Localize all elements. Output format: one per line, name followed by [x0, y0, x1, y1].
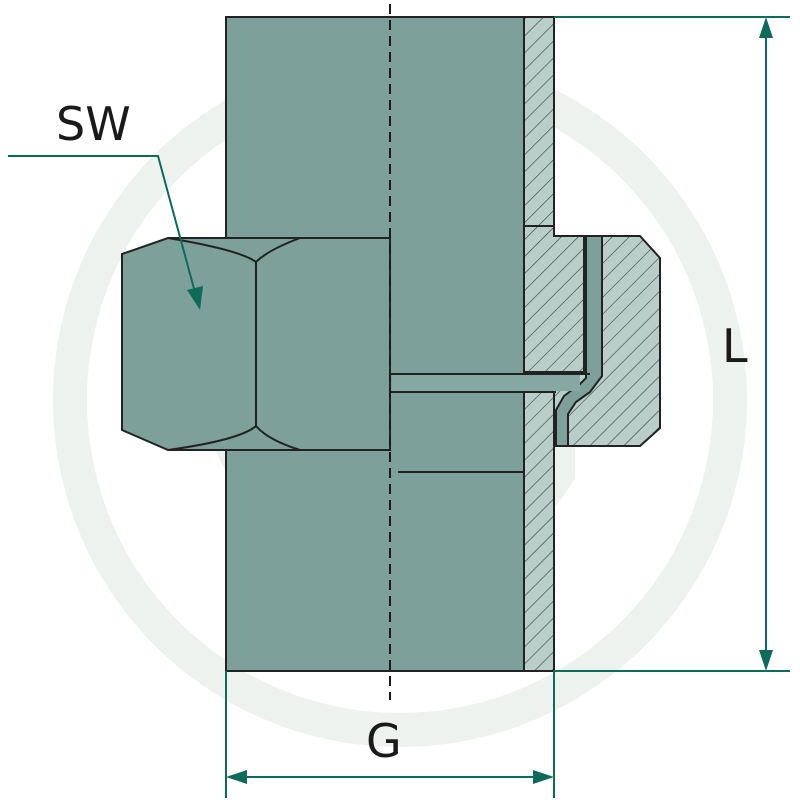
- wrench-size-label: SW: [56, 97, 131, 151]
- inner-channel: [390, 373, 590, 393]
- section-collar: [523, 225, 585, 373]
- dimension-length: L: [554, 16, 790, 672]
- dimension-thread: G: [225, 671, 555, 798]
- thread-label: G: [366, 714, 402, 768]
- inner-channel-fill: [392, 375, 580, 391]
- wrench-size-callout: SW: [8, 97, 203, 310]
- hex-facet-arcs: [167, 237, 301, 451]
- length-label: L: [722, 319, 748, 373]
